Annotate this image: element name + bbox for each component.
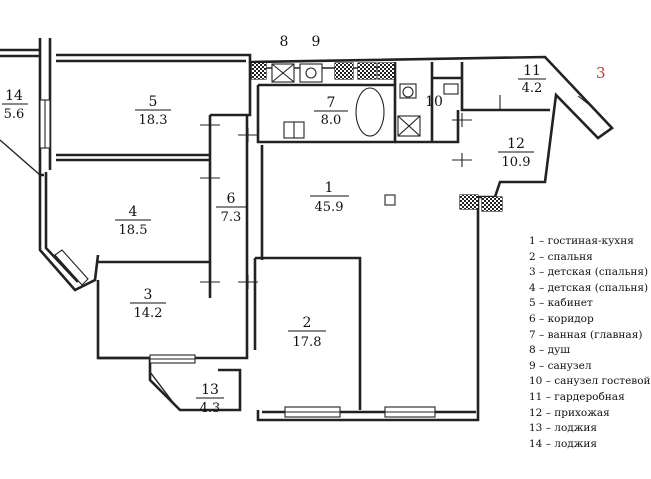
room-1-area: 45.9 (315, 200, 344, 215)
fixtures (271, 63, 459, 206)
room-12-number: 12 (507, 136, 525, 152)
room-7-number: 7 (327, 95, 336, 111)
room-4-number: 4 (129, 204, 138, 220)
outer-walls (0, 38, 614, 422)
windows (39, 99, 436, 418)
room-8-number: 8 (280, 34, 289, 50)
legend-item: 2 – спальня (529, 250, 593, 263)
room-14-area: 5.6 (4, 107, 25, 122)
room-5-area: 18.3 (139, 113, 168, 128)
room-5-number: 5 (149, 94, 158, 110)
legend-item: 9 – санузел (529, 359, 592, 372)
room-13-number: 13 (201, 382, 219, 398)
legend-item: 6 – коридор (529, 312, 594, 325)
legend-item: 14 – лоджия (529, 437, 598, 450)
legend-item: 11 – гардеробная (529, 390, 625, 403)
legend-item: 1 – гостиная-кухня (529, 235, 634, 247)
room-3-area: 14.2 (134, 306, 163, 321)
vent-shafts (251, 62, 503, 212)
callout-number: 3 (596, 64, 606, 82)
room-1-number: 1 (325, 180, 334, 196)
legend-item: 4 – детская (спальня) (529, 281, 649, 294)
legend-item: 8 – душ (529, 344, 571, 357)
interior-walls (56, 62, 550, 410)
room-6-area: 7.3 (221, 210, 242, 225)
room-13-area: 4.3 (200, 401, 221, 416)
legend-item: 7 – ванная (главная) (529, 328, 643, 341)
room-12-area: 10.9 (502, 155, 531, 170)
room-legend: 1 – гостиная-кухня 2 – спальня 3 – детск… (529, 234, 651, 452)
legend-item: 10 – санузел гостевой (529, 375, 651, 388)
door-marks (200, 95, 597, 289)
room-7-area: 8.0 (321, 113, 342, 128)
room-2-area: 17.8 (293, 335, 322, 350)
room-11-area: 4.2 (522, 81, 543, 96)
room-3-number: 3 (144, 287, 153, 303)
room-6-number: 6 (227, 191, 236, 207)
room-4-area: 18.5 (119, 223, 148, 238)
legend-item: 5 – кабинет (529, 297, 593, 310)
room-11-number: 11 (523, 63, 541, 79)
legend-item: 12 – прихожая (529, 406, 610, 419)
room-9-number: 9 (312, 34, 321, 50)
legend-item: 3 – детская (спальня) (529, 266, 649, 279)
legend-item: 13 – лоджия (529, 422, 598, 435)
room-2-number: 2 (303, 315, 312, 331)
room-10-number: 10 (425, 94, 443, 110)
room-labels: 1 45.9 2 17.8 3 14.2 4 18.5 5 18.3 6 7.3… (2, 34, 606, 416)
room-14-number: 14 (5, 88, 23, 104)
